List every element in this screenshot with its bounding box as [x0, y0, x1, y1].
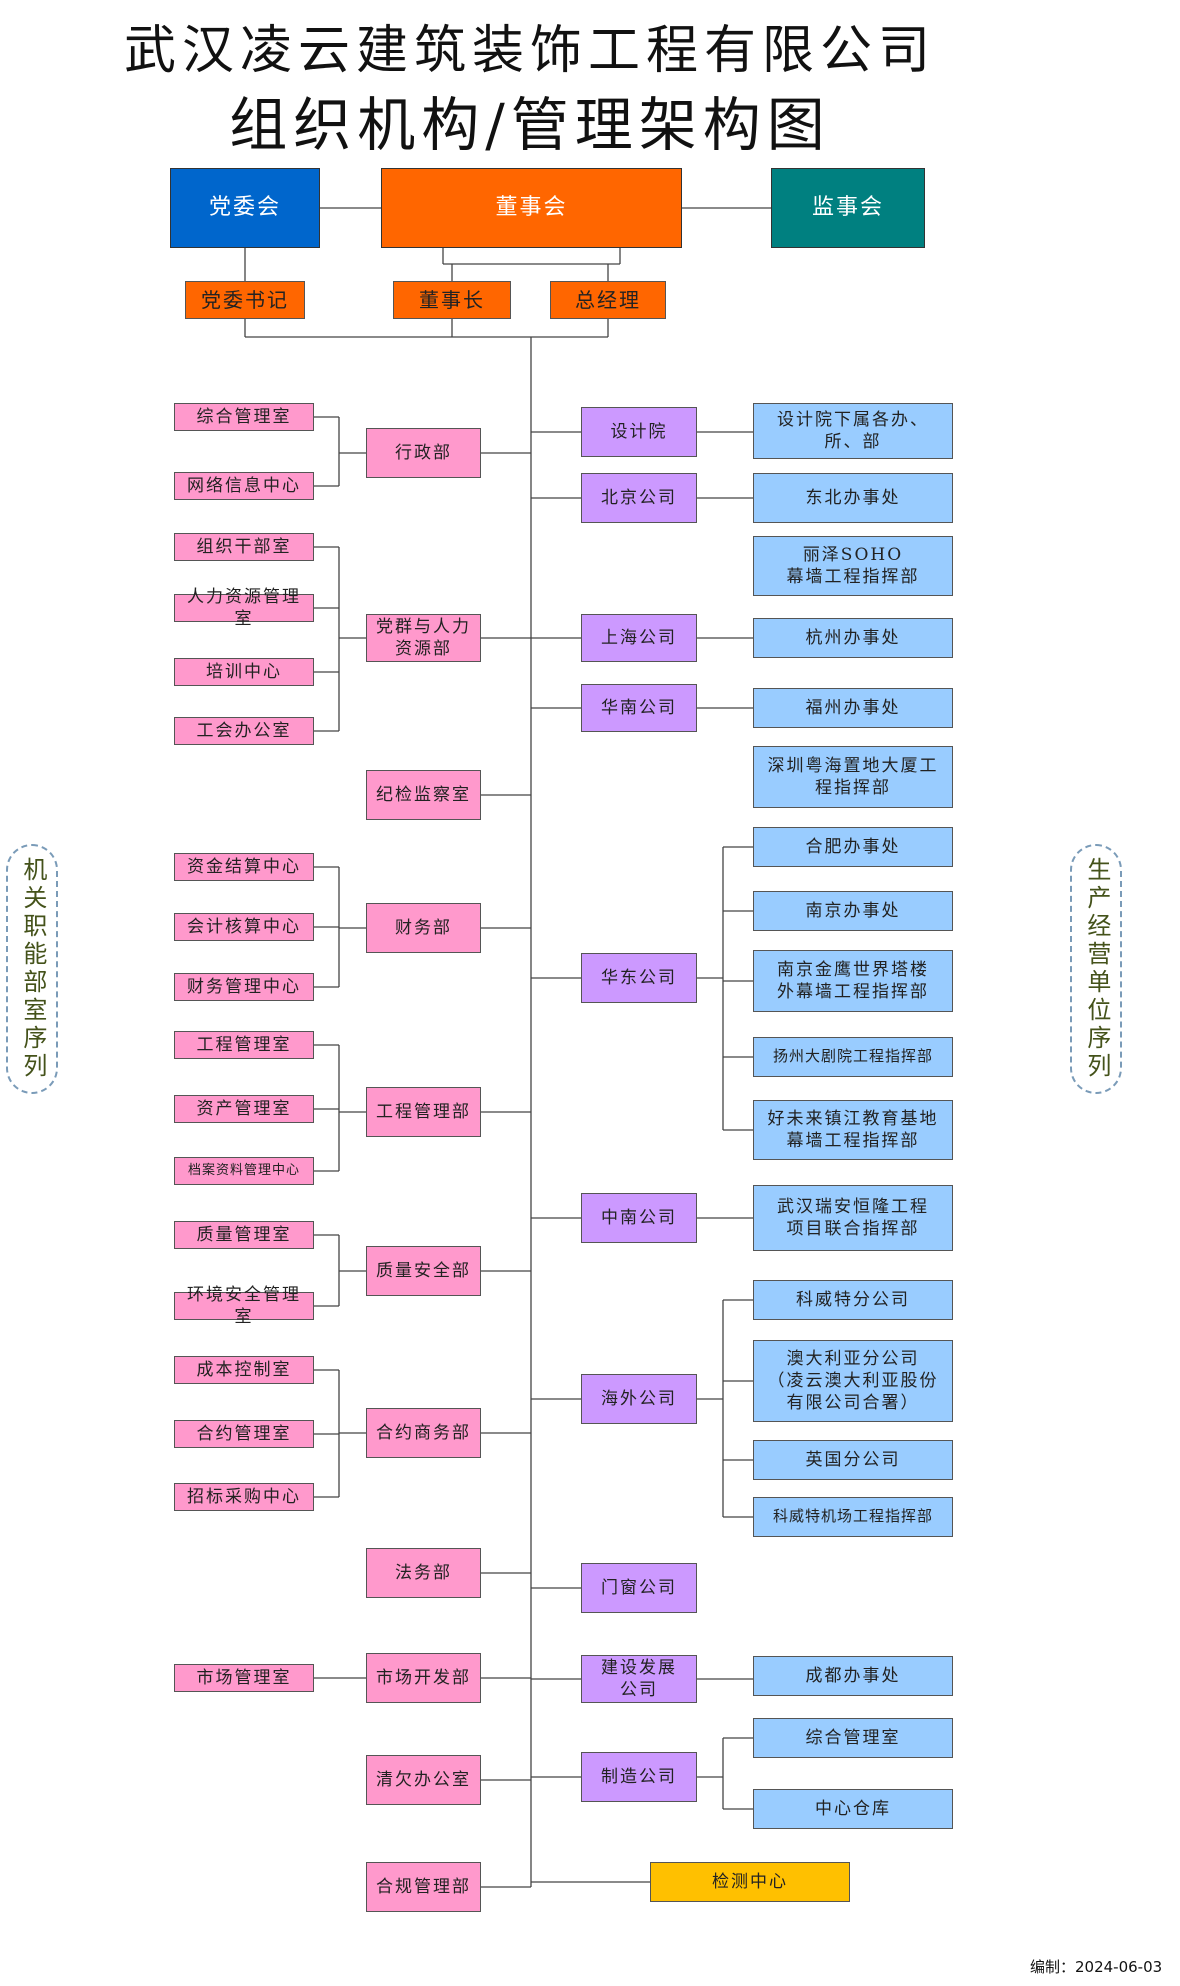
office-box: 资产管理室 [174, 1095, 314, 1123]
branch-box: 福州办事处 [753, 688, 953, 728]
branch-box: 设计院下属各办、 所、部 [753, 403, 953, 459]
chart-title: 组织机构/管理架构图 [229, 91, 831, 159]
company-box: 华东公司 [581, 953, 697, 1003]
office-box: 综合管理室 [174, 403, 314, 431]
company-box: 设计院 [581, 407, 697, 457]
department-box: 合规管理部 [366, 1862, 481, 1912]
office-box: 合约管理室 [174, 1420, 314, 1448]
office-box: 财务管理中心 [174, 973, 314, 1001]
department-box: 行政部 [366, 428, 481, 478]
right-sequence-text: 生产经营单位序列 [1082, 857, 1111, 1081]
branch-box: 杭州办事处 [753, 618, 953, 658]
office-box: 招标采购中心 [174, 1483, 314, 1511]
company-box: 建设发展 公司 [581, 1655, 697, 1703]
branch-box: 南京办事处 [753, 891, 953, 931]
department-box: 工程管理部 [366, 1087, 481, 1137]
office-box: 工会办公室 [174, 717, 314, 745]
branch-box: 英国分公司 [753, 1440, 953, 1480]
office-box: 档案资料管理中心 [174, 1157, 314, 1185]
branch-box: 好未来镇江教育基地 幕墙工程指挥部 [753, 1100, 953, 1160]
department-box: 纪检监察室 [366, 770, 481, 820]
party-committee-box: 党委会 [170, 168, 320, 248]
compiled-date: 编制：2024-06-03 [1030, 1958, 1163, 1976]
office-box: 培训中心 [174, 658, 314, 686]
department-box: 质量安全部 [366, 1246, 481, 1296]
department-box: 合约商务部 [366, 1408, 481, 1458]
branch-box: 中心仓库 [753, 1789, 953, 1829]
office-box: 组织干部室 [174, 533, 314, 561]
department-box: 市场开发部 [366, 1653, 481, 1703]
general-manager-box: 总经理 [550, 281, 666, 319]
office-box: 环境安全管理室 [174, 1285, 314, 1327]
department-box: 清欠办公室 [366, 1755, 481, 1805]
branch-box: 武汉瑞安恒隆工程 项目联合指挥部 [753, 1185, 953, 1251]
branch-box: 合肥办事处 [753, 827, 953, 867]
office-box: 资金结算中心 [174, 853, 314, 881]
chairman-box: 董事长 [393, 281, 511, 319]
office-box: 工程管理室 [174, 1031, 314, 1059]
branch-box: 科威特分公司 [753, 1280, 953, 1320]
company-box: 海外公司 [581, 1374, 697, 1424]
department-box: 财务部 [366, 903, 481, 953]
company-box: 制造公司 [581, 1752, 697, 1802]
left-sequence-label: 机关职能部室序列 [6, 844, 58, 1094]
company-box: 北京公司 [581, 473, 697, 523]
testing-center-box: 检测中心 [650, 1862, 850, 1902]
office-box: 人力资源管理室 [174, 587, 314, 629]
office-box: 成本控制室 [174, 1356, 314, 1384]
company-box: 华南公司 [581, 684, 697, 732]
office-box: 网络信息中心 [174, 472, 314, 500]
branch-box: 澳大利亚分公司 （凌云澳大利亚股份 有限公司合署） [753, 1340, 953, 1422]
branch-box: 综合管理室 [753, 1718, 953, 1758]
department-box: 党群与人力 资源部 [366, 614, 481, 662]
company-box: 中南公司 [581, 1193, 697, 1243]
right-sequence-label: 生产经营单位序列 [1070, 844, 1122, 1094]
branch-box: 成都办事处 [753, 1656, 953, 1696]
department-box: 法务部 [366, 1548, 481, 1598]
office-box: 质量管理室 [174, 1221, 314, 1249]
company-title: 武汉凌云建筑装饰工程有限公司 [123, 21, 936, 81]
board-box: 董事会 [381, 168, 682, 248]
company-box: 上海公司 [581, 614, 697, 662]
company-box: 门窗公司 [581, 1563, 697, 1613]
office-box: 会计核算中心 [174, 913, 314, 941]
left-sequence-text: 机关职能部室序列 [18, 857, 47, 1081]
branch-box: 东北办事处 [753, 473, 953, 523]
branch-box: 深圳粤海置地大厦工 程指挥部 [753, 746, 953, 808]
office-box: 市场管理室 [174, 1664, 314, 1692]
branch-box: 科威特机场工程指挥部 [753, 1497, 953, 1537]
party-secretary-box: 党委书记 [185, 281, 305, 319]
branch-box: 丽泽SOHO 幕墙工程指挥部 [753, 536, 953, 596]
branch-box: 南京金鹰世界塔楼 外幕墙工程指挥部 [753, 950, 953, 1012]
supervisors-box: 监事会 [771, 168, 925, 248]
branch-box: 扬州大剧院工程指挥部 [753, 1037, 953, 1077]
